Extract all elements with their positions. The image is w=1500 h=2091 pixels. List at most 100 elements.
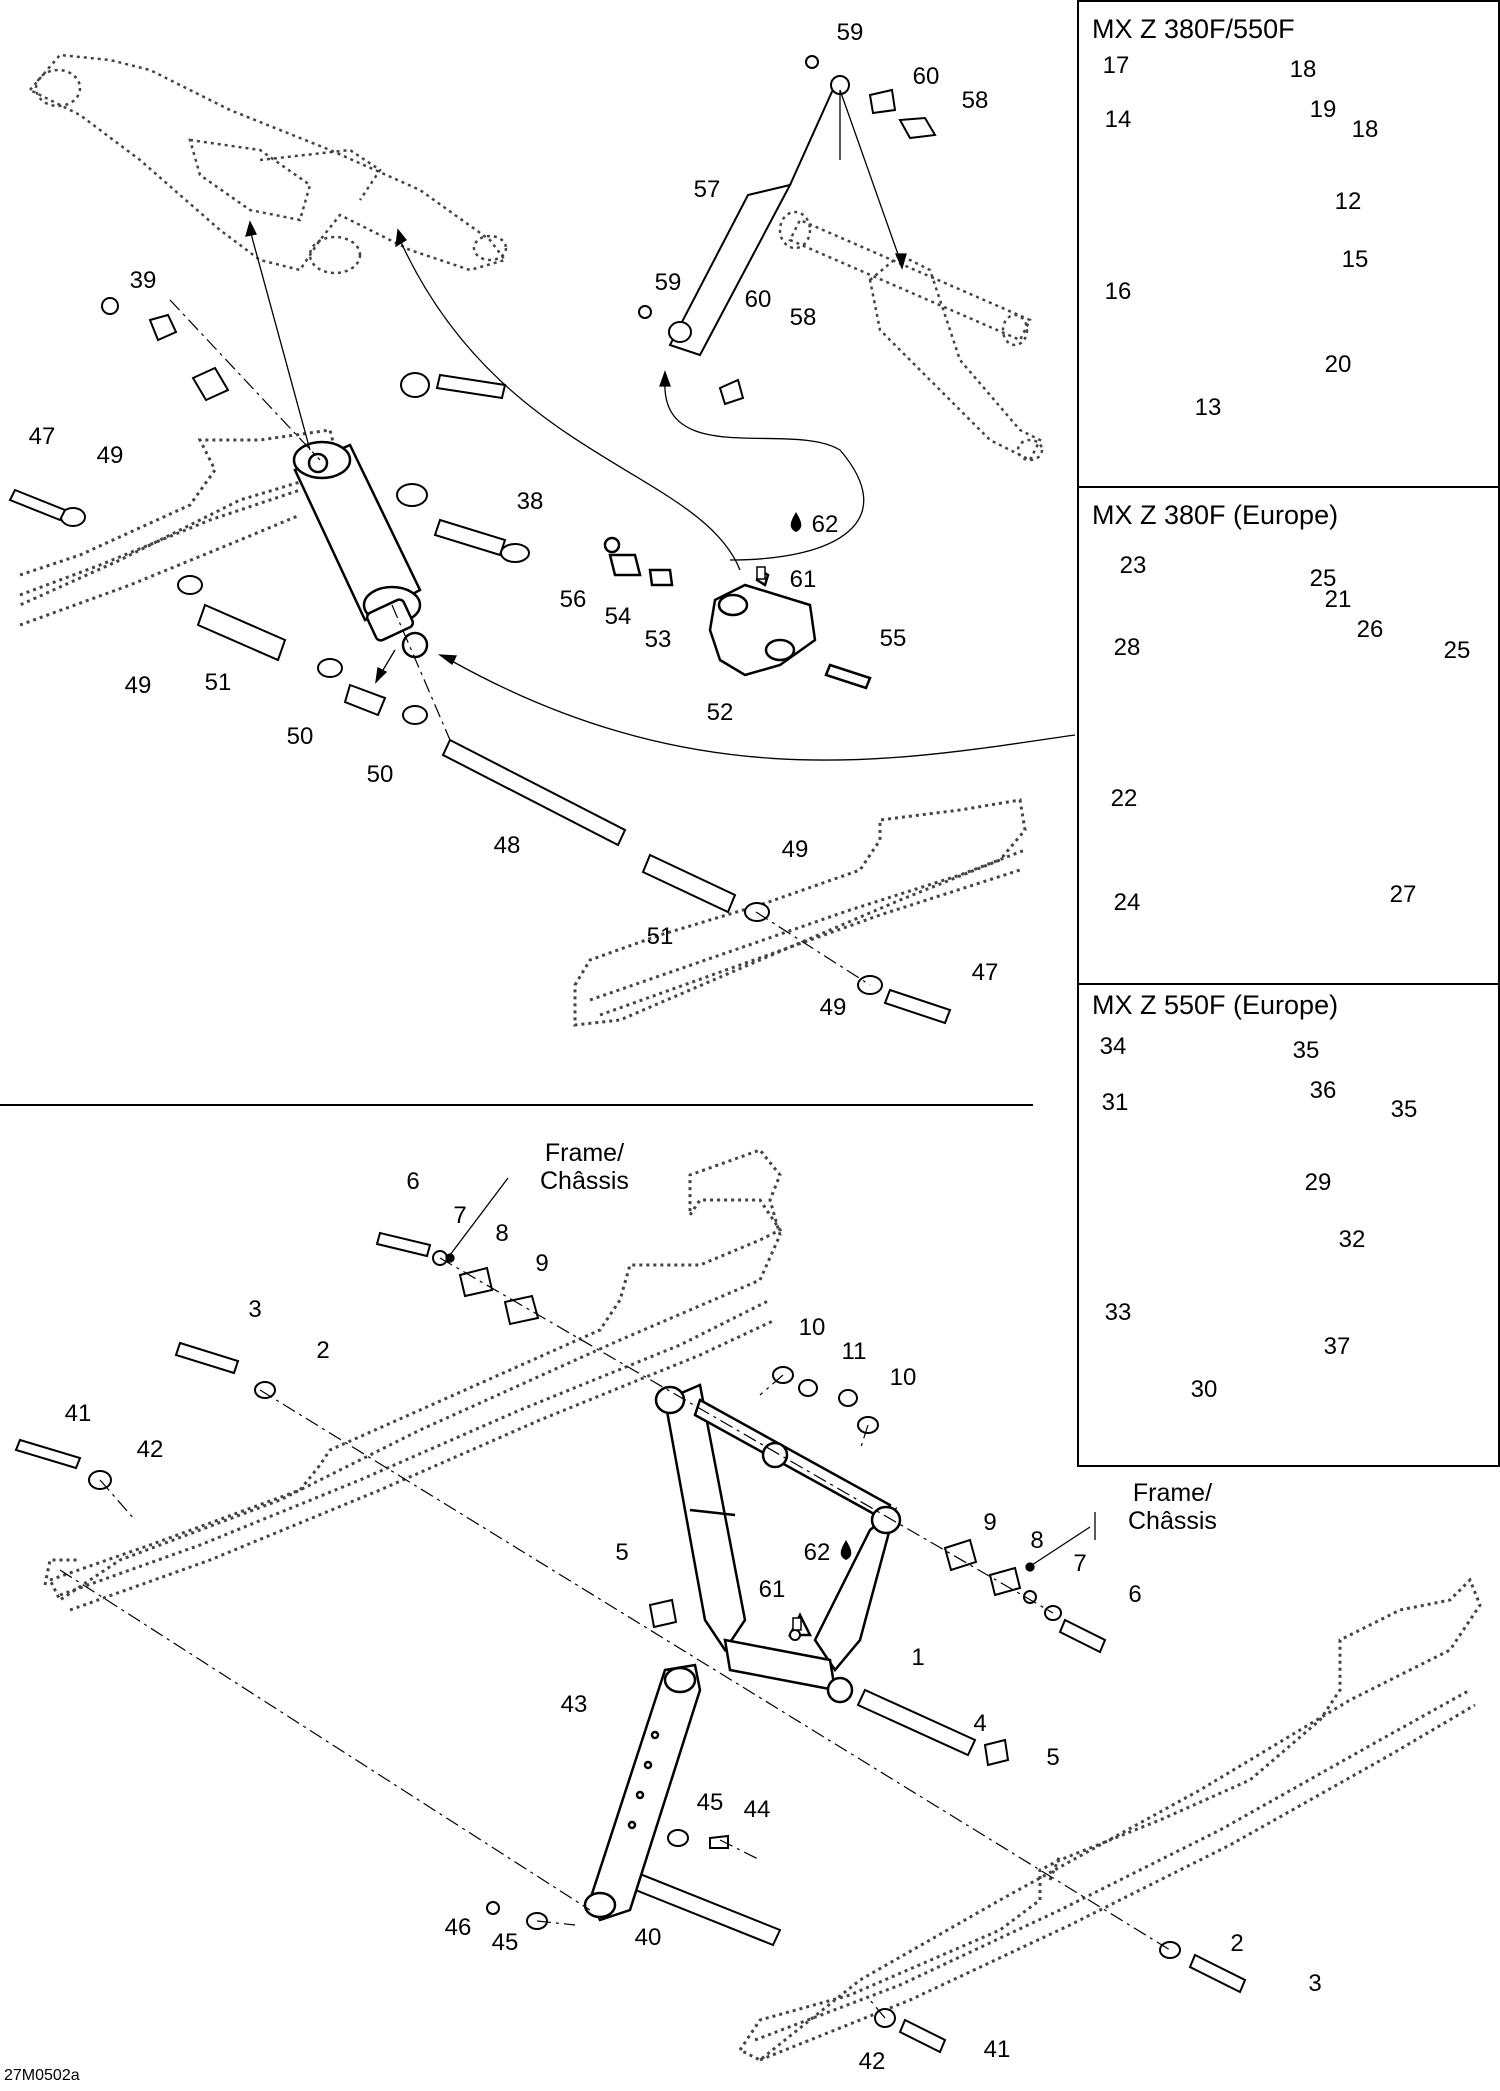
grease-fitting: [756, 566, 802, 1631]
panel-mxz-380f-550f: [1077, 0, 1500, 488]
part-callout-2: 2: [1230, 1930, 1244, 1957]
part-callout-58: 58: [961, 87, 989, 114]
part-callout-10: 10: [798, 1314, 826, 1341]
frame-label-line1: Frame/: [1132, 1479, 1213, 1507]
frame-label-line2: Châssis: [1128, 1506, 1217, 1535]
grease-drop-icon: [790, 512, 852, 1560]
part-callout-17: 17: [1102, 52, 1130, 79]
part-callout-60: 60: [912, 63, 940, 90]
part-callout-58: 58: [789, 304, 817, 331]
part-callout-39: 39: [129, 267, 157, 294]
part-callout-60: 60: [744, 286, 772, 313]
part-callout-11: 11: [841, 1338, 867, 1365]
part-callout-32: 32: [1338, 1226, 1366, 1253]
part-callout-52: 52: [706, 699, 734, 726]
part-callout-59: 59: [654, 269, 682, 296]
part-callout-25: 25: [1443, 637, 1471, 664]
part-callout-51: 51: [646, 923, 674, 950]
part-callout-33: 33: [1104, 1299, 1132, 1326]
frame-leaders: [445, 1177, 1096, 1572]
part-callout-2: 2: [316, 1337, 330, 1364]
part-callout-18: 18: [1351, 116, 1379, 143]
part-callout-55: 55: [879, 625, 907, 652]
upper-hardware: [8, 297, 952, 1025]
part-callout-37: 37: [1323, 1333, 1351, 1360]
part-callout-6: 6: [1128, 1581, 1142, 1608]
part-callout-28: 28: [1113, 634, 1141, 661]
part-callout-12: 12: [1334, 188, 1362, 215]
part-callout-1: 1: [911, 1644, 925, 1671]
upper-link-shock: [638, 55, 937, 406]
part-callout-26: 26: [1356, 616, 1384, 643]
panel-title-1: MX Z 380F/550F: [1092, 14, 1295, 44]
part-callout-44: 44: [743, 1796, 771, 1823]
part-callout-3: 3: [248, 1296, 262, 1323]
part-callout-20: 20: [1324, 351, 1352, 378]
part-callout-47: 47: [971, 959, 999, 986]
part-callout-7: 7: [1073, 1550, 1087, 1577]
part-callout-27: 27: [1389, 881, 1417, 908]
part-callout-45: 45: [696, 1789, 724, 1816]
part-callout-41: 41: [64, 1400, 92, 1427]
rear-arm: [583, 1663, 702, 1922]
panel-mxz-380f-europe: [1077, 486, 1500, 985]
part-callout-10: 10: [889, 1364, 917, 1391]
part-callout-21: 21: [1324, 586, 1352, 613]
part-callout-23: 23: [1119, 552, 1147, 579]
part-callout-43: 43: [560, 1691, 588, 1718]
part-callout-30: 30: [1190, 1376, 1218, 1403]
part-callout-7: 7: [453, 1202, 467, 1229]
frame-ghost-top: [28, 53, 508, 275]
part-callout-53: 53: [644, 626, 672, 653]
part-callout-51: 51: [204, 669, 232, 696]
drawing-code: 27M0502a: [4, 2067, 80, 2084]
part-callout-5: 5: [615, 1539, 629, 1566]
part-callout-16: 16: [1104, 278, 1132, 305]
part-callout-62: 62: [803, 1539, 831, 1566]
rear-shock-absorber: [292, 440, 429, 659]
part-callout-34: 34: [1099, 1033, 1127, 1060]
part-callout-42: 42: [136, 1436, 164, 1463]
part-callout-9: 9: [983, 1509, 997, 1536]
part-callout-57: 57: [693, 176, 721, 203]
part-callout-8: 8: [495, 1220, 509, 1247]
part-callout-45: 45: [491, 1929, 519, 1956]
panel-mxz-550f-europe: [1077, 983, 1500, 1467]
part-callout-14: 14: [1104, 106, 1132, 133]
ski-rail-upper-right: [573, 798, 1027, 1027]
part-callout-62: 62: [811, 511, 839, 538]
frame-label-line2: Châssis: [540, 1166, 629, 1195]
part-callout-41: 41: [983, 2036, 1011, 2063]
part-callout-22: 22: [1110, 785, 1138, 812]
part-callout-5: 5: [1046, 1744, 1060, 1771]
panel-title-3: MX Z 550F (Europe): [1092, 990, 1339, 1020]
part-callout-36: 36: [1309, 1077, 1337, 1104]
part-callout-8: 8: [1030, 1527, 1044, 1554]
frame-label-right: Frame/ Châssis: [1128, 1479, 1217, 1535]
part-callout-56: 56: [559, 586, 587, 613]
part-callout-50: 50: [286, 723, 314, 750]
part-callout-25: 25: [1309, 565, 1337, 592]
part-callout-31: 31: [1101, 1089, 1129, 1116]
part-callout-40: 40: [634, 1924, 662, 1951]
part-callout-13: 13: [1194, 394, 1222, 421]
lower-centerlines: [59, 299, 1171, 2019]
link-bracket: [603, 536, 872, 690]
part-callout-35: 35: [1292, 1037, 1320, 1064]
part-callout-18: 18: [1289, 56, 1317, 83]
part-callout-38: 38: [516, 488, 544, 515]
part-callout-59: 59: [836, 19, 864, 46]
part-callout-49: 49: [124, 672, 152, 699]
part-callout-49: 49: [96, 442, 124, 469]
part-callout-35: 35: [1390, 1096, 1418, 1123]
part-callout-19: 19: [1309, 96, 1337, 123]
frame-label-top: Frame/ Châssis: [540, 1139, 629, 1195]
part-callout-6: 6: [406, 1168, 420, 1195]
part-callout-15: 15: [1341, 246, 1369, 273]
part-callout-50: 50: [366, 761, 394, 788]
part-callout-61: 61: [758, 1576, 786, 1603]
part-callout-29: 29: [1304, 1169, 1332, 1196]
part-callout-48: 48: [493, 832, 521, 859]
part-callout-3: 3: [1308, 1970, 1322, 1997]
upper-arrows: [245, 89, 1076, 761]
